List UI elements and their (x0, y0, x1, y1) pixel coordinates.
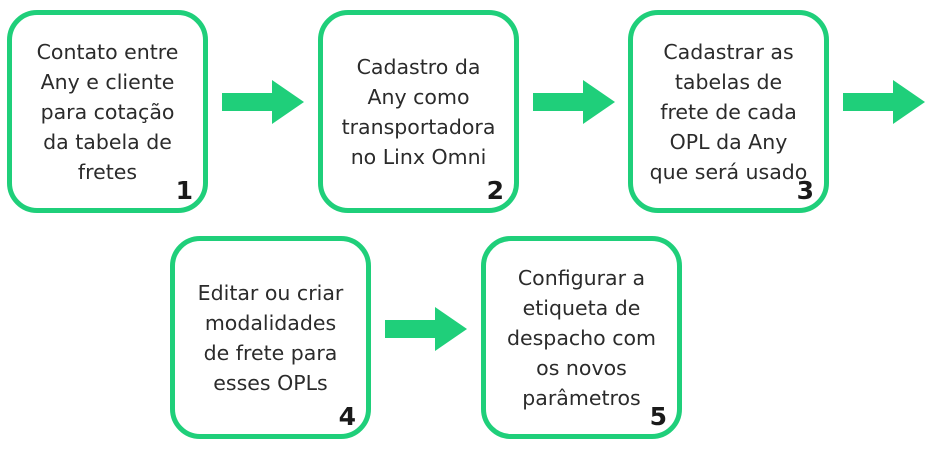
step-4-number: 4 (338, 402, 356, 431)
step-5-box: Configurar a etiqueta de despacho com os… (481, 236, 682, 439)
step-1-box: Contato entre Any e cliente para cotação… (7, 10, 208, 213)
step-3-text: Cadastrar as tabelas de frete de cada OP… (649, 39, 808, 184)
arrow-right-icon (843, 80, 925, 124)
step-3-number: 3 (796, 176, 814, 205)
step-1-number: 1 (175, 176, 193, 205)
step-5-number: 5 (649, 402, 667, 431)
arrow-right-icon (222, 80, 304, 124)
step-2-text: Cadastro da Any como transportadora no L… (341, 54, 496, 169)
step-1-text: Contato entre Any e cliente para cotação… (36, 39, 179, 184)
step-4-box: Editar ou criar modalidades de frete par… (170, 236, 371, 439)
step-5-text: Configurar a etiqueta de despacho com os… (507, 265, 656, 410)
step-4-text: Editar ou criar modalidades de frete par… (197, 280, 344, 395)
step-2-box: Cadastro da Any como transportadora no L… (318, 10, 519, 213)
arrow-right-icon (533, 80, 615, 124)
step-3-box: Cadastrar as tabelas de frete de cada OP… (628, 10, 829, 213)
step-2-number: 2 (486, 176, 504, 205)
arrow-right-icon (385, 307, 467, 351)
